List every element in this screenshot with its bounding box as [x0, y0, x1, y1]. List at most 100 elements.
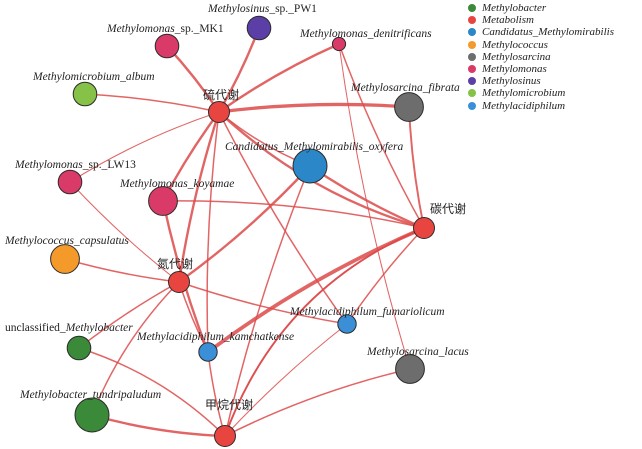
legend-label: Methylomonas [482, 63, 547, 76]
node-fumar [337, 314, 357, 334]
node-capsulatus [50, 244, 80, 274]
label-taxon: Methylomonas_denitrificans [299, 28, 432, 40]
edge-layer [64, 26, 426, 438]
node-label-oxyfera: Candidatus_Methylomirabilis_oxyfera [225, 141, 403, 153]
edge-c_metab-m_metab [224, 227, 425, 437]
legend-swatch [468, 89, 476, 98]
node-label-koyamae: Methylomonas_koyamae [119, 178, 234, 190]
label-suffix: _sp._PW1 [268, 3, 317, 15]
legend-item-methylomicrobium: Methylomicrobium [468, 87, 640, 99]
label-taxon: Methylobacter [65, 322, 134, 334]
legend-swatch [468, 77, 476, 86]
node-pw1 [246, 15, 272, 41]
label-prefix: unclassified_ [5, 322, 66, 334]
node-label-s_metab: 硫代谢 [203, 87, 239, 102]
legend-label: Methylobacter [482, 2, 547, 15]
legend-item-metabolism: Metabolism [468, 14, 640, 26]
edge-s_metab-lw13 [69, 111, 220, 183]
node-kamchat [198, 342, 218, 362]
legend-label: Methylomicrobium [482, 87, 566, 100]
edge-denit-lacus [338, 43, 411, 370]
legend-item-candidatus_methylomirabilis: Candidatus_Methylomirabilis [468, 26, 640, 38]
label-taxon: Methylomonas [106, 23, 175, 35]
edge-fibrata-c_metab [408, 106, 425, 229]
legend-swatch [468, 28, 476, 37]
edge-denit-c_metab [338, 43, 425, 229]
legend-item-methylacidiphilum: Methylacidiphilum [468, 100, 640, 112]
legend-swatch [468, 4, 476, 13]
node-label-unclass: unclassified_Methylobacter [5, 322, 133, 334]
edge-s_metab-denit [217, 42, 341, 114]
legend-swatch [468, 65, 476, 74]
node-fibrata [394, 92, 424, 122]
node-tundri [74, 397, 110, 433]
edge-n_metab-tundri [91, 281, 180, 416]
legend-swatch [468, 101, 476, 110]
node-label-mk1: Methylomonas_sp._MK1 [106, 23, 224, 35]
node-s_metab [208, 101, 230, 123]
label-taxon: Methylacidiphilum_kamchatkense [136, 331, 294, 343]
edge-oxyfera-m_metab [224, 165, 311, 437]
label-taxon: Methylobacter_tundripaludum [19, 389, 161, 401]
node-label-tundri: Methylobacter_tundripaludum [19, 389, 161, 401]
node-label-lacus: Methylosarcina_lacus [366, 346, 469, 358]
edge-s_metab-album [84, 93, 220, 113]
legend-label: Methylacidiphilum [482, 99, 566, 112]
node-n_metab [168, 271, 190, 293]
label-taxon: Methylacidiphilum_fumariolicum [289, 306, 445, 318]
node-label-c_metab: 碳代谢 [430, 201, 466, 216]
edge-n_metab-fumar [178, 281, 348, 325]
legend-label: Methylosarcina [482, 50, 551, 63]
edge-s_metab-n_metab [177, 110, 221, 284]
legend-label: Methylosinus [482, 75, 541, 88]
legend-item-methylosarcina: Methylosarcina [468, 51, 640, 63]
legend-swatch [468, 52, 476, 61]
legend-label: Metabolism [482, 14, 534, 27]
node-unclass [66, 335, 92, 361]
label-taxon: Methylosarcina_lacus [366, 346, 469, 358]
label-taxon: Methylosinus [207, 3, 270, 15]
node-album [72, 81, 98, 107]
label-taxon: Methylomonas [14, 159, 83, 171]
label-suffix: _sp._LW13 [82, 159, 136, 171]
node-label-lw13: Methylomonas_sp._LW13 [14, 159, 136, 171]
node-label-kamchat: Methylacidiphilum_kamchatkense [136, 331, 294, 343]
node-label-pw1: Methylosinus_sp._PW1 [207, 3, 317, 15]
edge-fumar-m_metab [224, 323, 348, 437]
label-taxon: Methylococcus_capsulatus [4, 235, 129, 247]
edge-n_metab-unclass [78, 281, 180, 349]
label-taxon: Methylosarcina_fibrata [350, 82, 460, 94]
label-taxon: Candidatus_Methylomirabilis_oxyfera [225, 141, 403, 153]
legend-swatch [468, 16, 476, 25]
legend-item-methylococcus: Methylococcus [468, 39, 640, 51]
edge-koyamae-c_metab [162, 200, 425, 229]
legend-item-methylomonas: Methylomonas [468, 63, 640, 75]
node-m_metab [214, 425, 236, 447]
edge-s_metab-mk1 [165, 44, 221, 114]
legend-swatch [468, 40, 476, 49]
edge-s_metab-fumar [218, 111, 348, 325]
node-koyamae [148, 186, 178, 216]
node-denit [331, 36, 347, 52]
legend-label: Candidatus_Methylomirabilis [482, 26, 614, 39]
edge-c_metab-fumar [346, 227, 425, 325]
edge-s_metab-fibrata [217, 102, 411, 114]
edge-unclass-m_metab [78, 347, 226, 437]
node-mk1 [154, 33, 180, 59]
node-label-denit: Methylomonas_denitrificans [299, 28, 432, 40]
label-taxon: Methylomicrobium_album [32, 71, 155, 83]
edge-s_metab-kamchat [206, 111, 220, 353]
legend-item-methylobacter: Methylobacter [468, 2, 640, 14]
node-layer [50, 15, 435, 447]
node-label-m_metab: 甲烷代谢 [205, 397, 253, 412]
edge-lacus-m_metab [224, 368, 411, 437]
label-layer: 硫代谢碳代谢氮代谢甲烷代谢Methylosinus_sp._PW1Methylo… [4, 3, 469, 412]
node-label-capsulatus: Methylococcus_capsulatus [4, 235, 129, 247]
label-suffix: _sp._MK1 [174, 23, 224, 35]
legend-item-methylosinus: Methylosinus [468, 75, 640, 87]
node-lw13 [57, 169, 83, 195]
node-lacus [395, 354, 425, 384]
node-label-fibrata: Methylosarcina_fibrata [350, 82, 460, 94]
